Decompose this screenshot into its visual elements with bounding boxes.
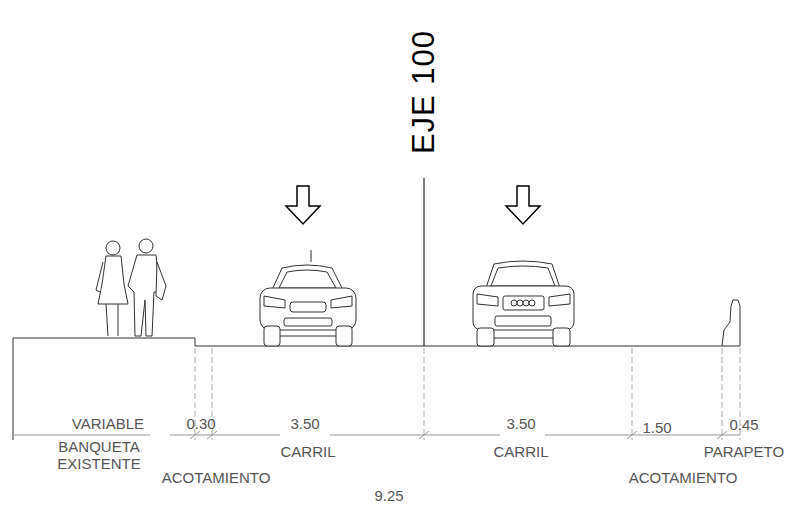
- sidewalk-outline: [13, 338, 195, 440]
- traffic-arrow: [506, 186, 540, 224]
- element-name: CARRIL: [280, 443, 335, 460]
- dimension: 1.50: [642, 419, 671, 436]
- element-name: ACOTAMIENTO: [162, 469, 271, 486]
- car-front: [473, 261, 574, 346]
- axis-line: [424, 178, 425, 346]
- dimension: 3.50: [506, 415, 535, 432]
- dimension: 3.50: [290, 415, 319, 432]
- element-name: ACOTAMIENTO: [629, 469, 738, 486]
- car-front: [260, 250, 356, 346]
- parapet-symbol: [722, 300, 740, 346]
- dimension: 0.45: [729, 416, 758, 433]
- dimension: 9.25: [374, 487, 403, 504]
- element-name: PARAPETO: [704, 443, 784, 460]
- dimension: 0.30: [186, 415, 215, 432]
- element-name: CARRIL: [493, 443, 548, 460]
- dimension: VARIABLE: [72, 415, 144, 432]
- element-name: BANQUETA EXISTENTE: [49, 438, 149, 472]
- axis-name: EJE 100: [407, 30, 441, 154]
- traffic-arrow: [286, 186, 320, 224]
- pedestrians: [96, 239, 166, 336]
